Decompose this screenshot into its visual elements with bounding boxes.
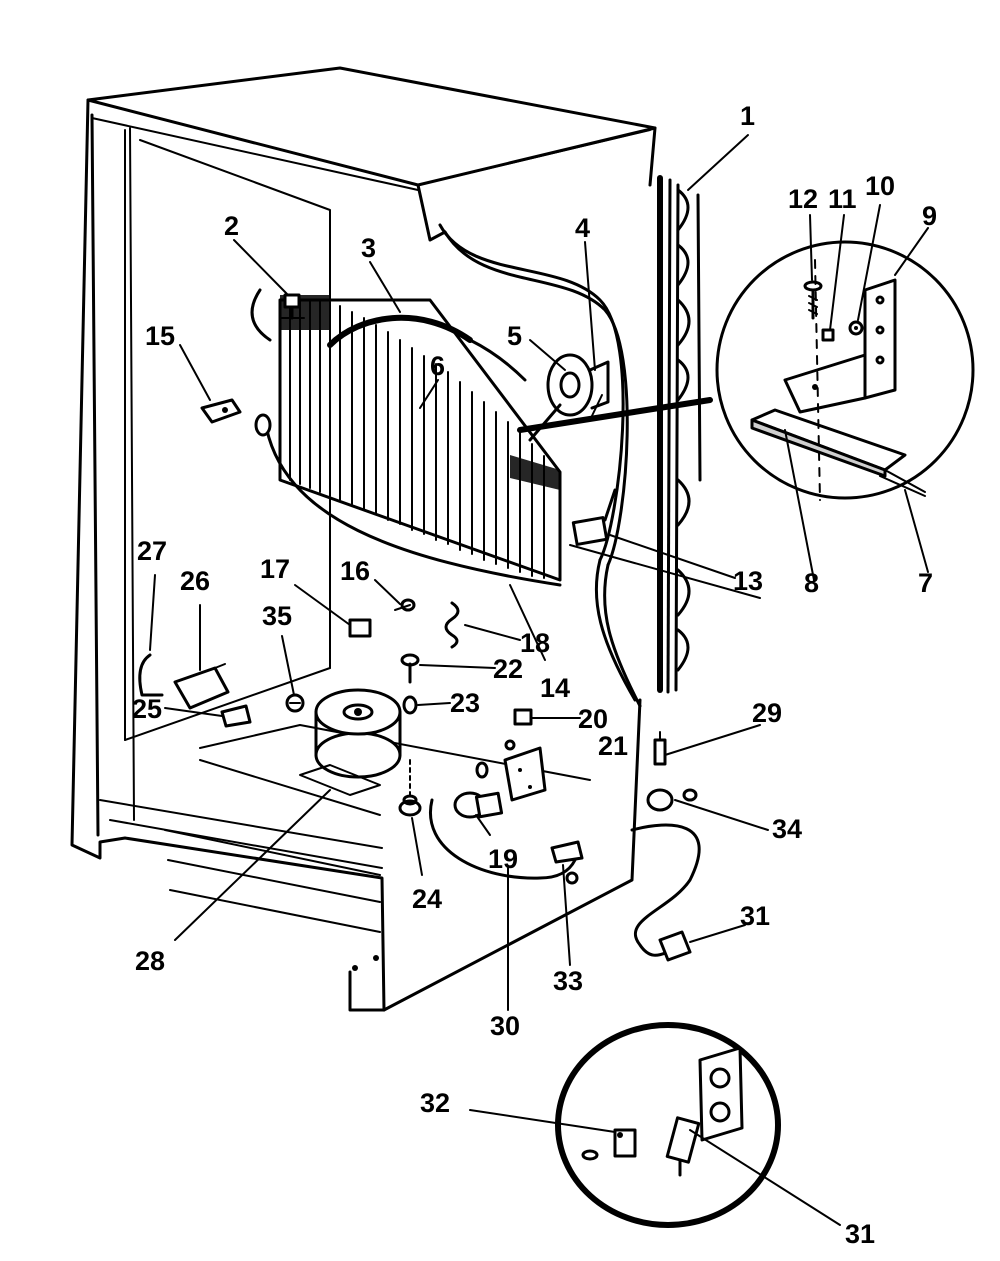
label-part-7: 7 bbox=[918, 568, 933, 598]
cabinet-outline bbox=[70, 66, 657, 1012]
label-part-5: 5 bbox=[507, 321, 522, 351]
label-part-8: 8 bbox=[804, 568, 819, 598]
part-18-clip bbox=[444, 601, 460, 649]
part-labels: 1 2 3 4 5 6 7 8 9 10 11 12 13 14 15 16 1… bbox=[132, 101, 937, 1249]
label-part-12: 12 bbox=[788, 184, 818, 214]
label-part-32: 32 bbox=[420, 1088, 450, 1118]
label-part-22: 22 bbox=[493, 654, 523, 684]
evaporator-assembly bbox=[250, 288, 562, 587]
condenser-coil bbox=[657, 175, 702, 694]
part-15-clip bbox=[200, 398, 242, 424]
label-part-6: 6 bbox=[430, 351, 445, 381]
label-part-25: 25 bbox=[132, 694, 162, 724]
label-part-14: 14 bbox=[540, 673, 570, 703]
part-2-sensor bbox=[279, 293, 305, 320]
outlet-inset bbox=[555, 1022, 781, 1228]
label-part-10: 10 bbox=[865, 171, 895, 201]
part-16-screw bbox=[394, 598, 416, 612]
label-part-26: 26 bbox=[180, 566, 210, 596]
label-part-21: 21 bbox=[598, 731, 628, 761]
label-part-18: 18 bbox=[520, 628, 550, 658]
evaporator-fins bbox=[289, 299, 545, 579]
label-part-19: 19 bbox=[488, 844, 518, 874]
label-part-4: 4 bbox=[575, 213, 590, 243]
mounting-bracket-inset bbox=[715, 240, 975, 501]
part-28-compressor bbox=[299, 688, 402, 796]
part-17-block bbox=[348, 618, 372, 638]
part-23-grommet bbox=[402, 695, 418, 715]
label-part-31-plug: 31 bbox=[845, 1219, 875, 1249]
label-part-1: 1 bbox=[740, 101, 755, 131]
label-part-34: 34 bbox=[772, 814, 802, 844]
label-part-3: 3 bbox=[361, 233, 376, 263]
part-25-clamp bbox=[220, 704, 252, 728]
label-part-11: 11 bbox=[828, 184, 857, 214]
leader-lines bbox=[149, 134, 929, 1226]
part-34-ground bbox=[646, 788, 698, 812]
label-part-24: 24 bbox=[412, 884, 442, 914]
part-30-tube bbox=[429, 798, 577, 880]
part-22-bolt bbox=[400, 653, 420, 684]
fan-motor bbox=[517, 353, 713, 442]
label-part-15: 15 bbox=[145, 321, 175, 351]
wiring-harness bbox=[438, 223, 642, 708]
label-part-33: 33 bbox=[553, 966, 583, 996]
part-26-relay bbox=[173, 663, 230, 710]
label-part-35: 35 bbox=[262, 601, 292, 631]
label-part-16: 16 bbox=[340, 556, 370, 586]
label-part-31-cord: 31 bbox=[740, 901, 770, 931]
label-part-13: 13 bbox=[733, 566, 763, 596]
label-part-23: 23 bbox=[450, 688, 480, 718]
part-35-screw bbox=[285, 693, 305, 713]
part-31-power-cord bbox=[630, 823, 701, 962]
defrost-timer bbox=[571, 488, 617, 546]
part-21-bracket bbox=[503, 739, 547, 802]
label-part-28: 28 bbox=[135, 946, 165, 976]
part-29-fuse bbox=[653, 731, 667, 766]
label-part-2: 2 bbox=[224, 211, 239, 241]
label-part-17: 17 bbox=[260, 554, 290, 584]
label-part-20: 20 bbox=[578, 704, 608, 734]
part-20-block bbox=[513, 708, 533, 726]
label-part-9: 9 bbox=[922, 201, 937, 231]
label-part-27: 27 bbox=[137, 536, 167, 566]
part-27-bracket bbox=[138, 653, 164, 697]
part-19-drier bbox=[453, 761, 504, 819]
part-24-grommet bbox=[398, 759, 422, 817]
label-part-29: 29 bbox=[752, 698, 782, 728]
label-part-30: 30 bbox=[490, 1011, 520, 1041]
part-33-clamp bbox=[550, 840, 584, 885]
